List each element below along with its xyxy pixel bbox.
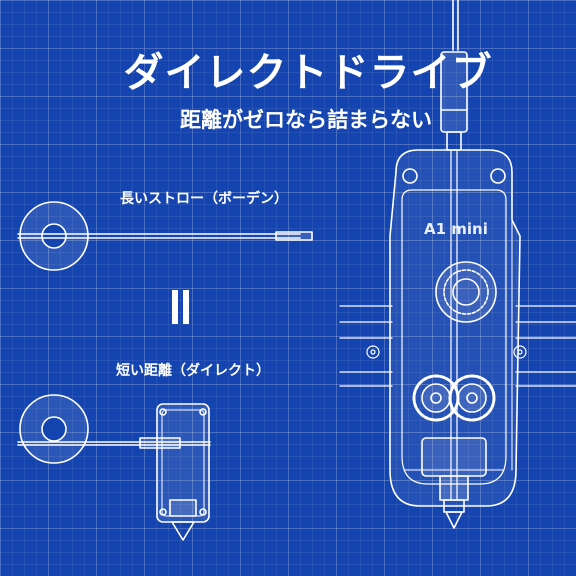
coupler-icon	[440, 51, 468, 151]
filament-vertical-line	[452, 0, 459, 51]
short-feed-line	[17, 437, 211, 449]
spool-bottom-icon	[19, 394, 89, 464]
nozzle-icon	[421, 437, 487, 529]
rail-lines	[339, 305, 576, 387]
equals-bars	[172, 290, 189, 324]
bowden-label: 長いストロー（ボーデン）	[120, 191, 288, 207]
spool-top-icon	[19, 201, 89, 271]
model-label: A1 mini	[424, 220, 488, 238]
direct-label: 短い距離（ダイレクト）	[116, 363, 270, 379]
small-extruder-icon	[156, 403, 210, 541]
page-title: ダイレクトドライブ	[123, 50, 493, 96]
motor-icon	[435, 261, 497, 323]
drive-gear-icon	[412, 374, 496, 422]
bowden-tube-line	[17, 231, 313, 241]
filament-path-line	[450, 149, 458, 501]
page-subtitle: 距離がゼロなら詰まらない	[180, 108, 432, 132]
